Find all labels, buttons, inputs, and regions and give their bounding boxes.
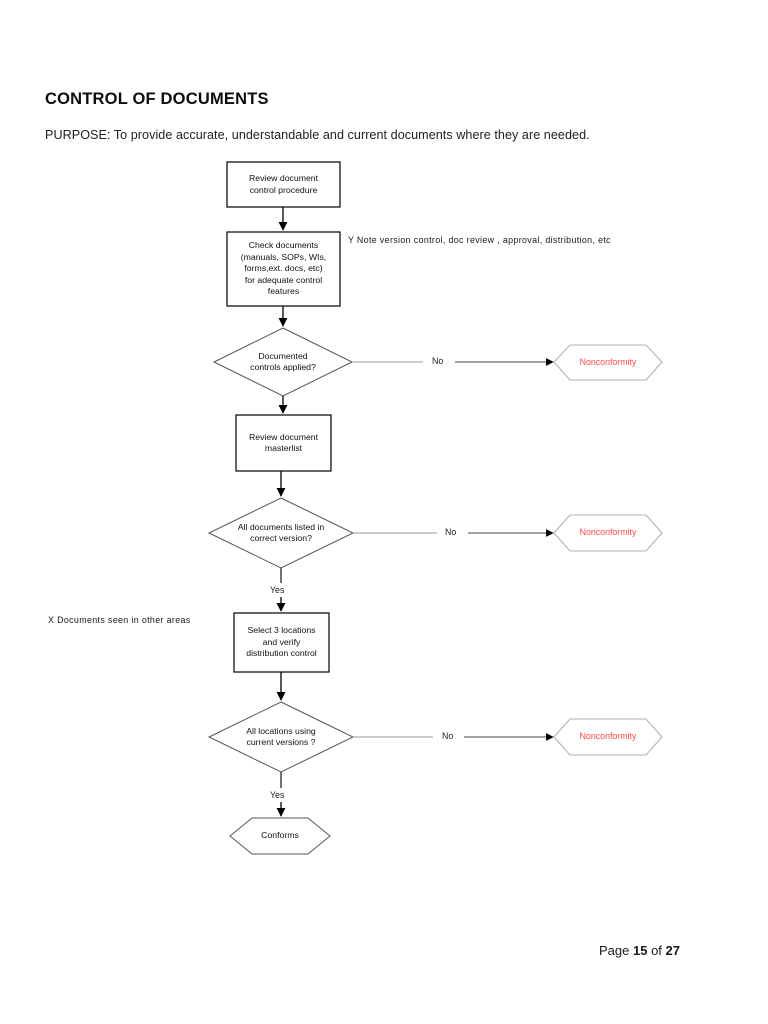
node-label-all-locations-current: All locations using current versions ? <box>246 725 316 747</box>
footer-page-number: 15 <box>632 943 648 958</box>
node-all-locations-current <box>207 701 355 773</box>
node-nonconformity-1 <box>553 344 663 381</box>
edge-label-no-1: No <box>432 356 444 366</box>
node-label-all-documents-listed: All documents listed in correct version? <box>237 521 325 543</box>
footer-total-pages: 27 <box>665 943 680 958</box>
footer-prefix: Page <box>598 943 630 958</box>
node-nonconformity-3 <box>553 718 663 756</box>
node-label-check-documents: Check documents (manuals, SOPs, WIs, for… <box>240 240 327 297</box>
node-label-select-locations: Select 3 locations and verify distributi… <box>246 625 317 659</box>
footer-middle: of <box>651 943 662 958</box>
node-label-nonconformity-3: Nonconformity <box>579 731 637 742</box>
edge-label-no-2: No <box>445 527 457 537</box>
node-label-conforms: Conforms <box>261 830 299 841</box>
page-title: CONTROL OF DOCUMENTS <box>45 90 269 108</box>
node-documented-controls <box>212 327 354 397</box>
node-check-documents <box>226 231 341 307</box>
node-review-masterlist <box>235 414 332 472</box>
edge-label-yes-1: Yes <box>270 585 285 595</box>
node-nonconformity-2 <box>553 514 663 552</box>
node-label-documented-controls: Documented controls applied? <box>250 350 316 372</box>
annotation-note-other-areas: X Documents seen in other areas <box>48 615 191 625</box>
purpose-statement: PURPOSE: To provide accurate, understand… <box>45 128 590 142</box>
node-review-procedure <box>226 161 341 208</box>
edge-label-no-3: No <box>442 731 454 741</box>
node-label-nonconformity-1: Nonconformity <box>579 356 637 367</box>
node-label-review-masterlist: Review document masterlist <box>248 431 319 453</box>
node-all-documents-listed <box>207 497 355 569</box>
node-label-nonconformity-2: Nonconformity <box>579 527 637 538</box>
node-conforms <box>229 817 331 855</box>
annotation-note-version-control: Y Note version control, doc review , app… <box>348 235 611 245</box>
edge-label-yes-2: Yes <box>270 790 285 800</box>
page-footer: Page 15 of 27 <box>599 943 680 958</box>
node-label-review-procedure: Review document control procedure <box>248 173 319 195</box>
node-select-locations <box>233 612 330 673</box>
